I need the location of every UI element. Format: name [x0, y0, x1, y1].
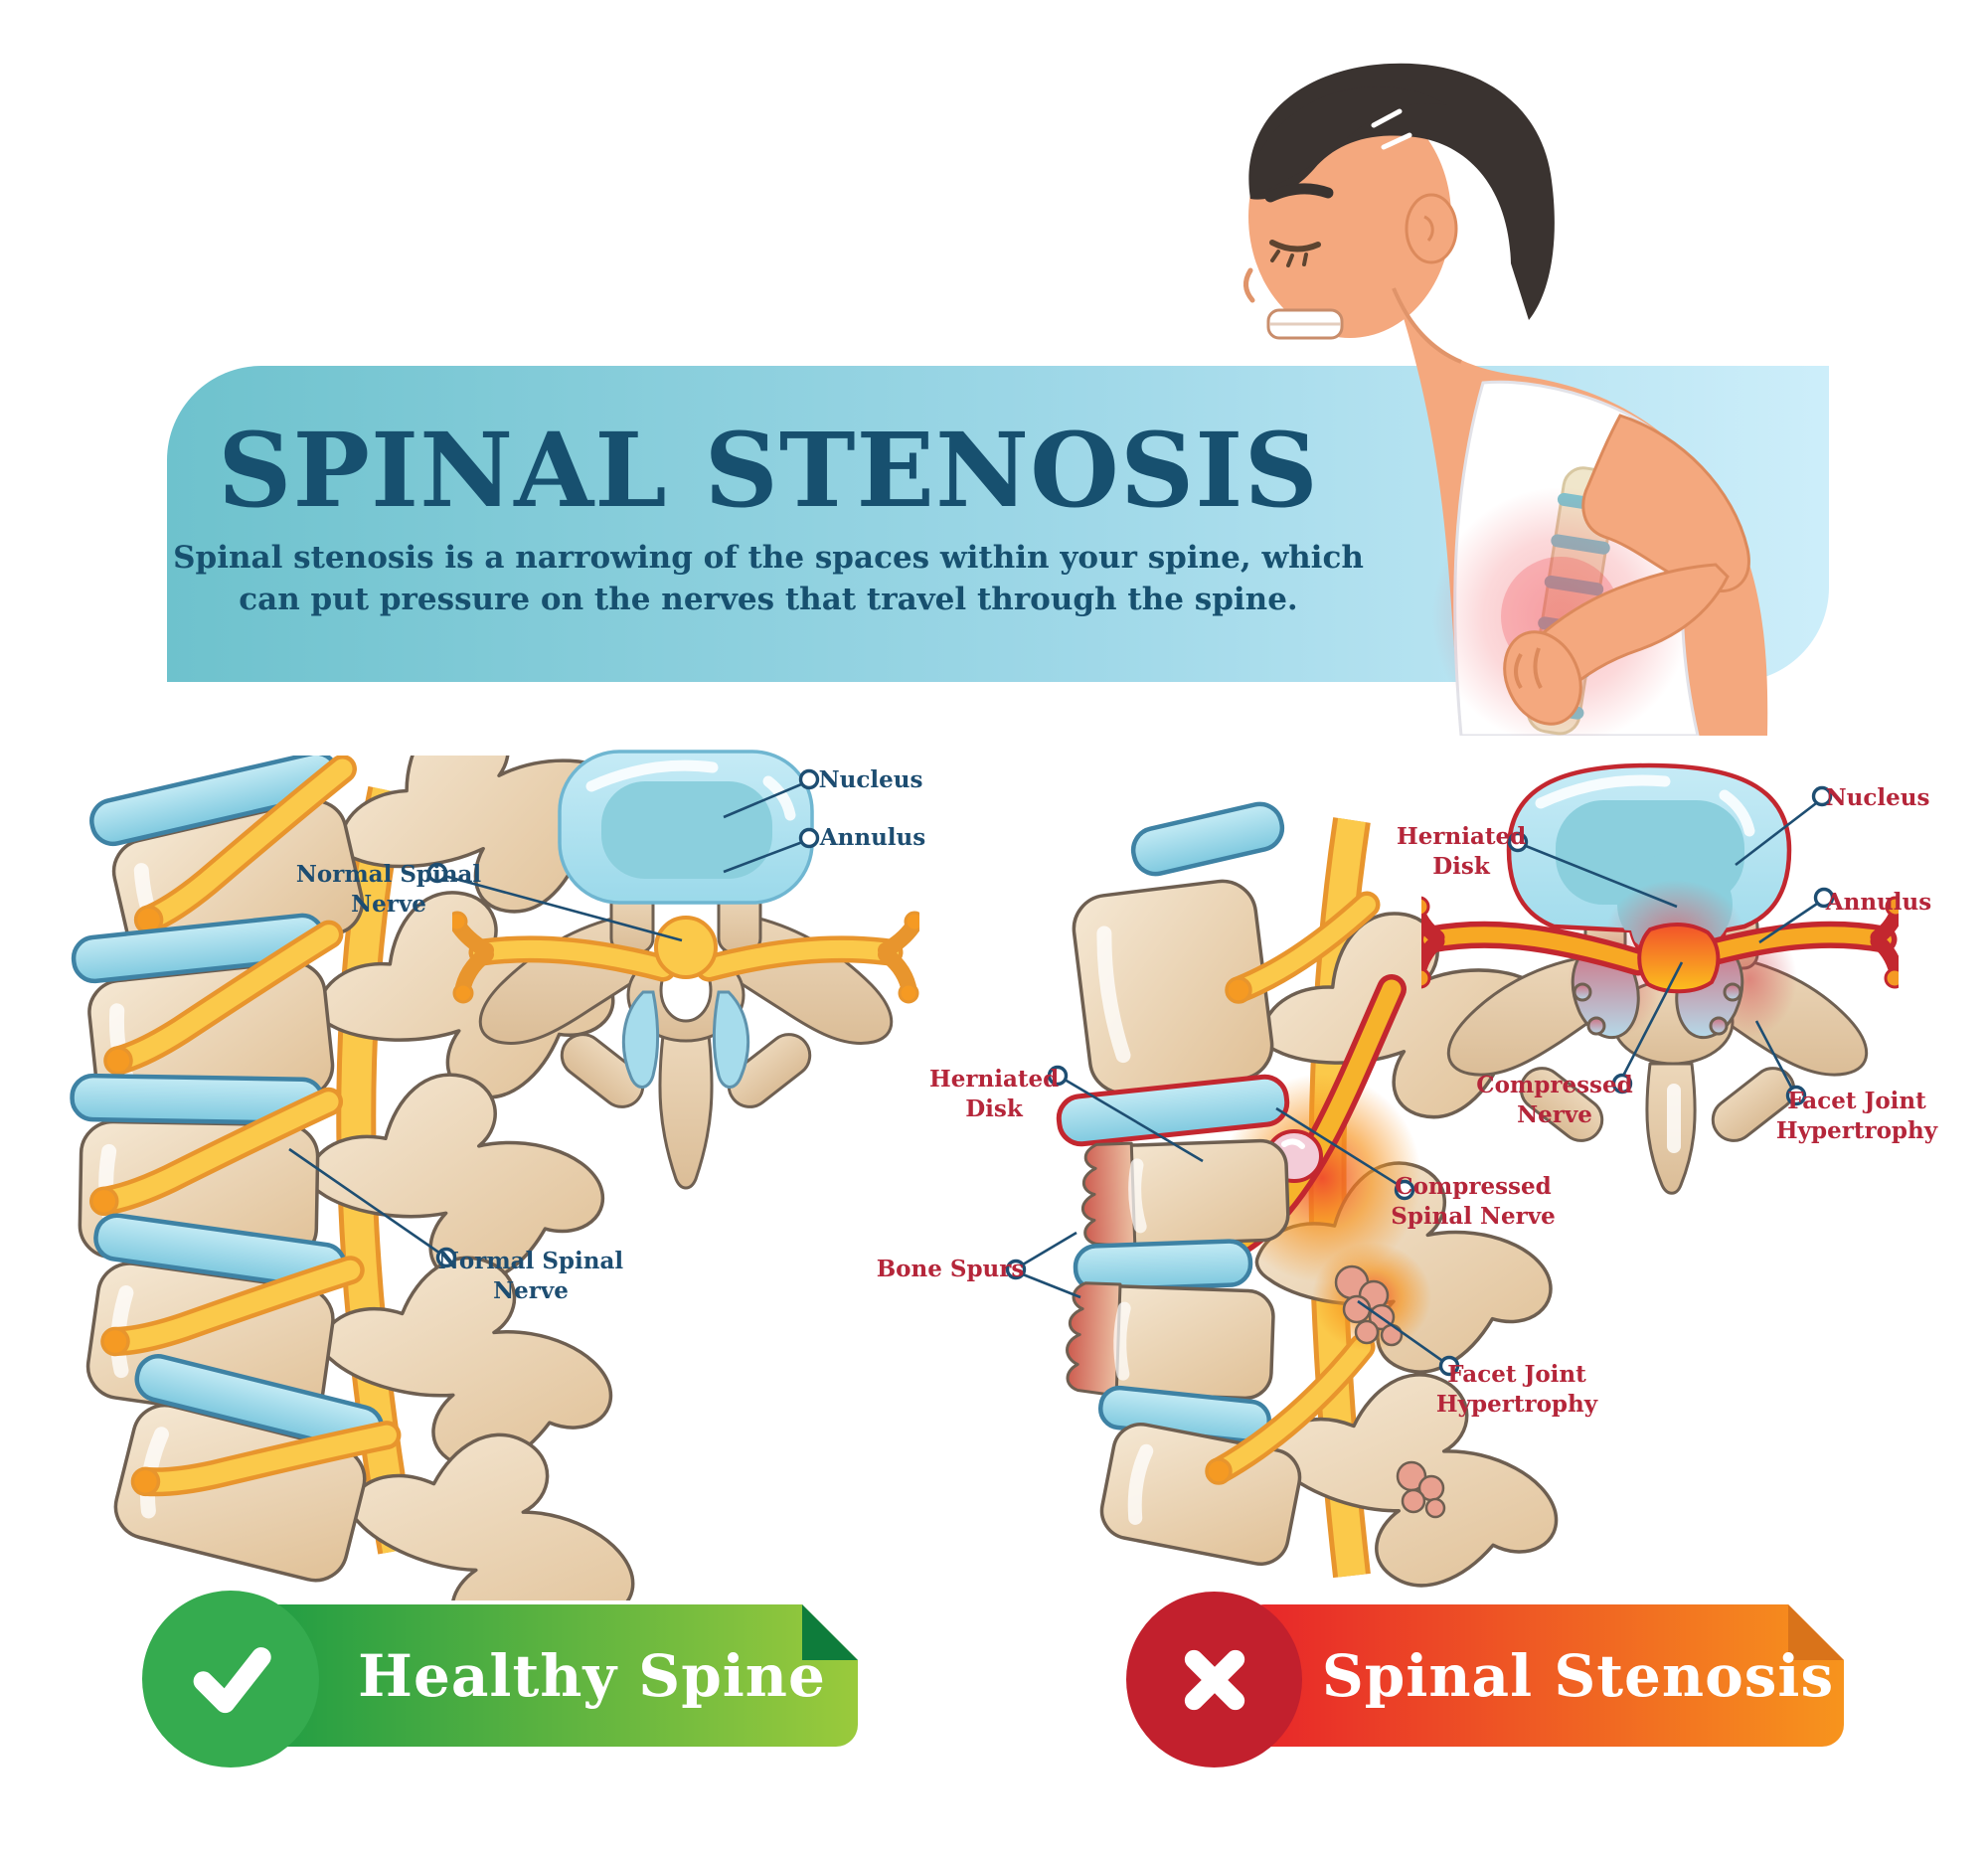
- vertebra-body-bone-spurs: [1066, 1281, 1275, 1401]
- stenosis-banner-label: Spinal Stenosis: [1321, 1641, 1835, 1710]
- label-normal-spinal-nerve-side: Normal Spinal Nerve: [437, 1248, 624, 1304]
- healthy-vertebra-top-view: [452, 750, 919, 1190]
- facet-hypertrophy-lumps: [1396, 1460, 1446, 1519]
- spinal-cord: [654, 916, 718, 979]
- label-compressed-spinal-nerve: Compressed Spinal Nerve: [1391, 1173, 1556, 1230]
- facet-joints: [621, 990, 750, 1089]
- healthy-banner-label: Healthy Spine: [358, 1641, 826, 1710]
- compressed-spinal-cord: [1637, 923, 1721, 994]
- man-back-pain-illustration: [1243, 63, 1768, 736]
- cross-badge: [1126, 1592, 1302, 1768]
- label-annulus-stenosis: Annulus: [1825, 889, 1932, 916]
- subtitle: Spinal stenosis is a narrowing of the sp…: [167, 537, 1370, 620]
- title-block: SPINAL STENOSIS Spinal stenosis is a nar…: [167, 366, 1370, 620]
- label-normal-spinal-nerve-top: Normal Spinal Nerve: [295, 861, 482, 918]
- disc: [1130, 801, 1285, 877]
- man-hair-fringe: [1249, 85, 1447, 199]
- subtitle-line2: can put pressure on the nerves that trav…: [239, 582, 1298, 618]
- healthy-spine-side-view: [55, 756, 651, 1600]
- label-herniated-disk-top: Herniated Disk: [1397, 823, 1527, 880]
- check-icon: [193, 1647, 271, 1714]
- spinal-nerves: [452, 911, 919, 1004]
- healthy-spine-banner: Healthy Spine: [256, 1604, 858, 1747]
- cross-icon: [1184, 1649, 1244, 1710]
- banner-fold: [1788, 1604, 1844, 1660]
- label-annulus-healthy: Annulus: [819, 824, 926, 851]
- spinal-stenosis-banner: Spinal Stenosis: [1242, 1604, 1844, 1747]
- vertebra-body-bone-spurs: [1080, 1138, 1290, 1249]
- subtitle-line1: Spinal stenosis is a narrowing of the sp…: [173, 540, 1364, 577]
- pain-glow: [1431, 487, 1690, 736]
- label-facet-joint-hypertrophy-side: Facet Joint Hypertrophy: [1435, 1361, 1598, 1418]
- label-compressed-nerve: Compressed Nerve: [1476, 1072, 1633, 1128]
- man-eyebrow: [1264, 183, 1334, 203]
- man-closed-eye: [1269, 240, 1321, 253]
- page-title: SPINAL STENOSIS: [218, 411, 1319, 531]
- label-herniated-disk-side: Herniated Disk: [929, 1066, 1060, 1122]
- label-bone-spurs: Bone Spurs: [876, 1256, 1025, 1282]
- check-badge: [142, 1591, 319, 1768]
- label-nucleus-stenosis: Nucleus: [1825, 784, 1930, 811]
- banner-fold: [802, 1604, 858, 1660]
- disc-nucleus: [601, 781, 772, 879]
- label-facet-joint-hypertrophy-top: Facet Joint Hypertrophy: [1775, 1088, 1938, 1144]
- label-nucleus-healthy: Nucleus: [818, 766, 923, 793]
- man-arm: [1503, 414, 1750, 726]
